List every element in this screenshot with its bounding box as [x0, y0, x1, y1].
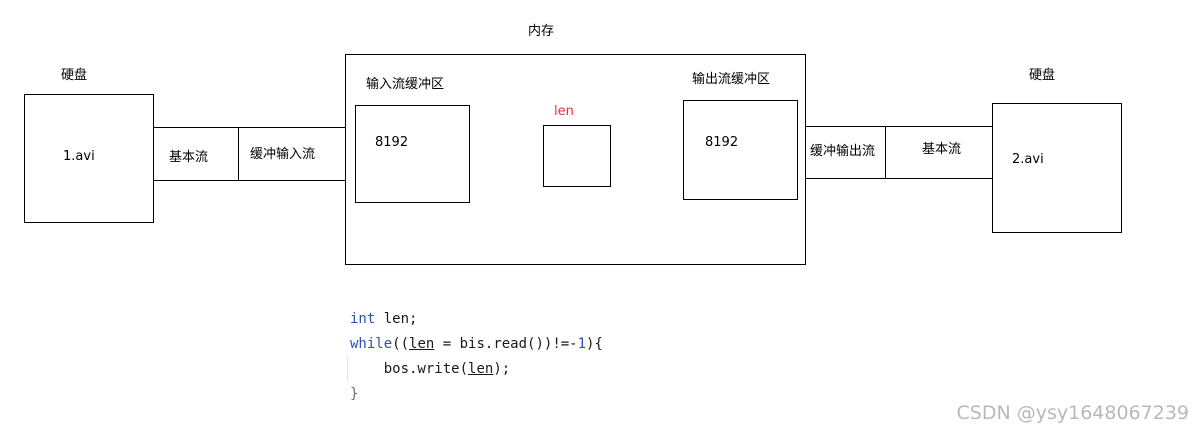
left-basic-stream: 基本流 [153, 127, 239, 181]
left-buffered-stream-label: 缓冲输入流 [250, 147, 316, 162]
code-keyword-int: int [350, 311, 376, 327]
left-basic-stream-label: 基本流 [169, 150, 209, 165]
left-buffered-input-stream: 缓冲输入流 [238, 127, 346, 181]
output-buffer-value: 8192 [705, 135, 739, 150]
right-basic-stream: 基本流 [885, 126, 994, 179]
left-disk-label: 硬盘 [61, 68, 88, 83]
code-number-1: 1 [577, 336, 587, 352]
code-line1-rest: len; [375, 311, 418, 327]
right-buffered-stream-label: 缓冲输出流 [810, 144, 876, 159]
input-buffer-value: 8192 [375, 135, 409, 150]
code-line2-mid: = bis.read())!=- [434, 336, 578, 352]
code-line3-end: ); [493, 361, 511, 377]
right-buffered-output-stream: 缓冲输出流 [805, 126, 886, 179]
len-label: len [554, 104, 574, 119]
right-disk-label: 硬盘 [1029, 68, 1056, 83]
input-buffer-box: 8192 [355, 105, 470, 203]
right-basic-stream-label: 基本流 [922, 142, 962, 157]
left-disk-box: 1.avi [24, 94, 154, 223]
code-var-len-2: len [468, 361, 494, 377]
left-disk-file: 1.avi [63, 149, 95, 164]
output-buffer-box: 8192 [683, 100, 798, 200]
csdn-watermark: CSDN @ysy1648067239 [956, 402, 1189, 424]
input-buffer-label: 输入流缓冲区 [366, 77, 445, 92]
code-keyword-while: while [350, 336, 393, 352]
code-line2-close: ){ [586, 336, 603, 352]
right-disk-box: 2.avi [992, 103, 1122, 233]
code-line3-start: bos.write( [350, 361, 469, 377]
code-snippet: int len; while((len = bis.read())!=-1){ … [350, 307, 603, 407]
code-line2-open: (( [392, 336, 410, 352]
code-closing-brace: } [350, 386, 359, 402]
len-box [543, 125, 611, 187]
right-disk-file: 2.avi [1012, 152, 1044, 167]
code-indent-guide [347, 355, 348, 382]
output-buffer-label: 输出流缓冲区 [692, 72, 771, 87]
code-var-len: len [409, 336, 435, 352]
memory-label: 内存 [528, 24, 555, 39]
